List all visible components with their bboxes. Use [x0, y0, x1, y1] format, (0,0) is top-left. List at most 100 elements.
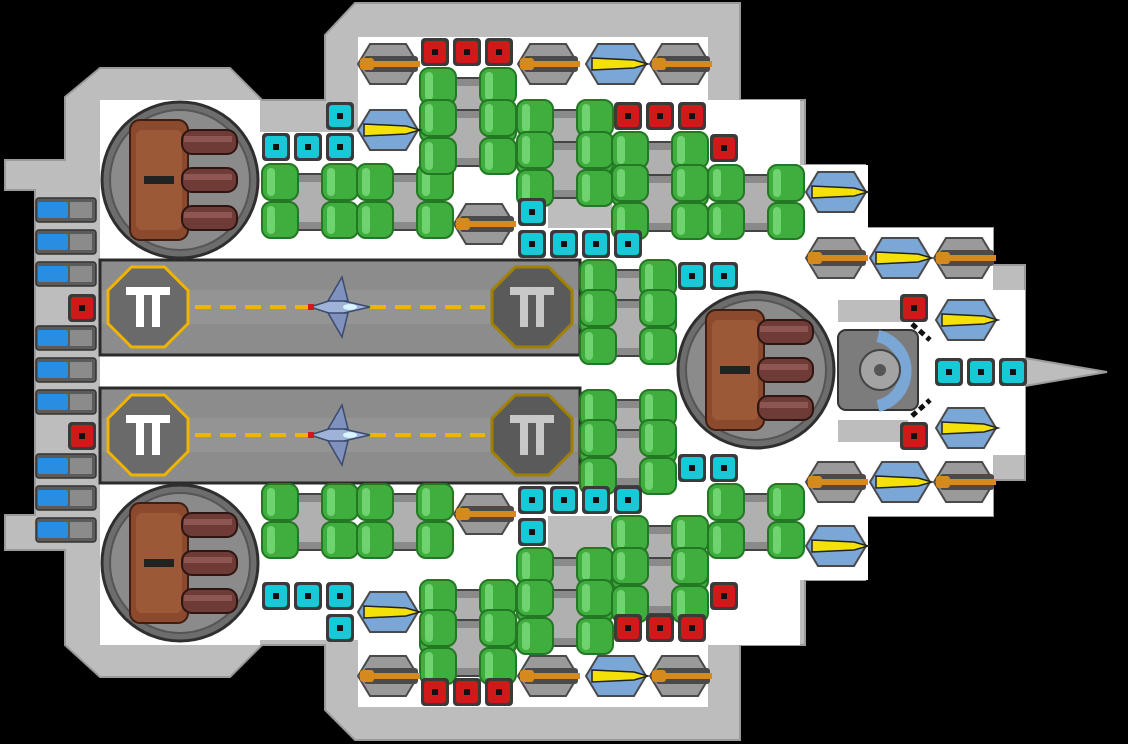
cyan-module	[582, 486, 610, 514]
red-module	[421, 678, 449, 706]
cannon-turret	[516, 655, 580, 697]
cannon-turret	[452, 493, 516, 535]
cyan-module	[518, 230, 546, 258]
cyan-module	[550, 486, 578, 514]
cyan-module	[935, 358, 963, 386]
cyan-module	[614, 230, 642, 258]
fuel-tank-cluster	[707, 483, 805, 559]
cyan-module	[294, 582, 322, 610]
laser-turret	[804, 525, 871, 567]
landing-pad-right	[490, 265, 574, 349]
fuel-tank-cluster	[419, 609, 517, 685]
cyan-module	[582, 230, 610, 258]
fuel-tank-cluster	[261, 483, 359, 559]
landing-pad-left	[106, 265, 190, 349]
red-module	[68, 422, 96, 450]
red-module	[421, 38, 449, 66]
hangar-bay-upper	[98, 258, 582, 357]
laser-turret	[584, 43, 651, 85]
cannon-turret	[356, 655, 420, 697]
reactor-lower-left	[100, 483, 260, 643]
laser-turret	[868, 237, 935, 279]
fuel-tank-cluster	[611, 547, 709, 623]
red-module	[900, 294, 928, 322]
red-module	[614, 614, 642, 642]
fuel-tank-cluster	[579, 289, 677, 365]
fuel-tank-cluster	[579, 419, 677, 495]
thruster	[35, 261, 97, 287]
red-module	[710, 134, 738, 162]
red-module	[614, 102, 642, 130]
fuel-tank-cluster	[419, 99, 517, 175]
laser-turret	[356, 591, 423, 633]
fighter-craft	[307, 403, 371, 467]
cannon-turret	[452, 203, 516, 245]
cannon-turret	[356, 43, 420, 85]
laser-turret	[934, 407, 1001, 449]
thruster	[35, 325, 97, 351]
fuel-tank-cluster	[356, 483, 454, 559]
cyan-module	[678, 454, 706, 482]
fuel-tank-cluster	[611, 164, 709, 240]
fuel-tank-cluster	[516, 131, 614, 207]
reactor-center	[676, 290, 836, 450]
laser-turret	[584, 655, 651, 697]
laser-turret	[934, 299, 1001, 341]
cannon-turret	[932, 461, 996, 503]
laser-turret	[868, 461, 935, 503]
cyan-module	[999, 358, 1027, 386]
red-module	[453, 678, 481, 706]
thruster	[35, 229, 97, 255]
cyan-module	[326, 133, 354, 161]
red-module	[485, 678, 513, 706]
cyan-module	[262, 133, 290, 161]
thruster	[35, 453, 97, 479]
cyan-module	[518, 198, 546, 226]
cannon-turret	[648, 43, 712, 85]
thruster	[35, 357, 97, 383]
thruster	[35, 517, 97, 543]
cyan-module	[262, 582, 290, 610]
cyan-module	[550, 230, 578, 258]
hazard-marking	[910, 398, 932, 418]
red-module	[678, 614, 706, 642]
cannon-turret	[516, 43, 580, 85]
cyan-module	[678, 262, 706, 290]
fuel-tank-cluster	[261, 163, 359, 239]
landing-pad-left	[106, 393, 190, 477]
cyan-module	[326, 102, 354, 130]
fighter-craft	[307, 275, 371, 339]
fuel-tank-cluster	[356, 163, 454, 239]
cyan-module	[326, 582, 354, 610]
red-module	[646, 614, 674, 642]
fuel-tank-cluster	[516, 579, 614, 655]
cannon-turret	[804, 461, 868, 503]
fuel-tank-cluster	[707, 164, 805, 240]
red-module	[900, 422, 928, 450]
laser-turret	[356, 109, 423, 151]
cyan-module	[967, 358, 995, 386]
thruster	[35, 389, 97, 415]
red-module	[710, 582, 738, 610]
red-module	[678, 102, 706, 130]
reactor-upper-left	[100, 100, 260, 260]
cyan-module	[326, 614, 354, 642]
cyan-module	[518, 518, 546, 546]
cyan-module	[614, 486, 642, 514]
cannon-turret	[932, 237, 996, 279]
hangar-bay-lower	[98, 386, 582, 485]
cyan-module	[294, 133, 322, 161]
hazard-marking	[910, 322, 932, 342]
laser-turret	[804, 171, 871, 213]
thruster	[35, 485, 97, 511]
cannon-turret	[804, 237, 868, 279]
bridge-console	[837, 329, 919, 412]
thruster	[35, 197, 97, 223]
cyan-module	[710, 454, 738, 482]
red-module	[646, 102, 674, 130]
cannon-turret	[648, 655, 712, 697]
red-module	[453, 38, 481, 66]
cyan-module	[518, 486, 546, 514]
